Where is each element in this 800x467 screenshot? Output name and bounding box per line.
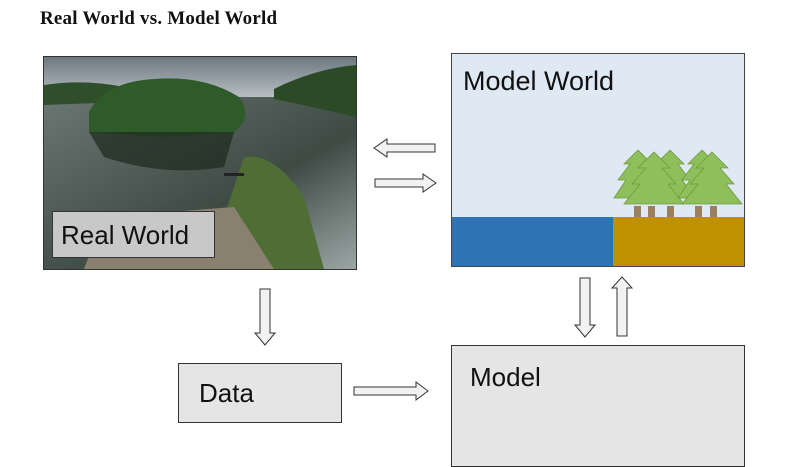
model-box: Model	[451, 345, 745, 467]
arrow-up-icon	[611, 276, 633, 337]
trees-icon	[613, 150, 743, 220]
data-label: Data	[199, 378, 254, 408]
real-world-photo	[43, 56, 357, 270]
land-block	[613, 217, 744, 266]
real-world-label: Real World	[52, 211, 215, 258]
diagram-title: Real World vs. Model World	[40, 8, 278, 29]
water-block	[452, 217, 613, 266]
model-label: Model	[470, 362, 541, 392]
data-box: Data	[178, 363, 342, 423]
arrow-down-icon	[254, 288, 276, 346]
arrow-right-icon	[353, 381, 429, 401]
arrow-right-icon	[374, 173, 437, 193]
arrow-down-icon	[574, 277, 596, 338]
arrow-left-icon	[373, 138, 436, 158]
model-world-label: Model World	[463, 66, 615, 96]
model-world-panel: Model World	[451, 53, 745, 267]
